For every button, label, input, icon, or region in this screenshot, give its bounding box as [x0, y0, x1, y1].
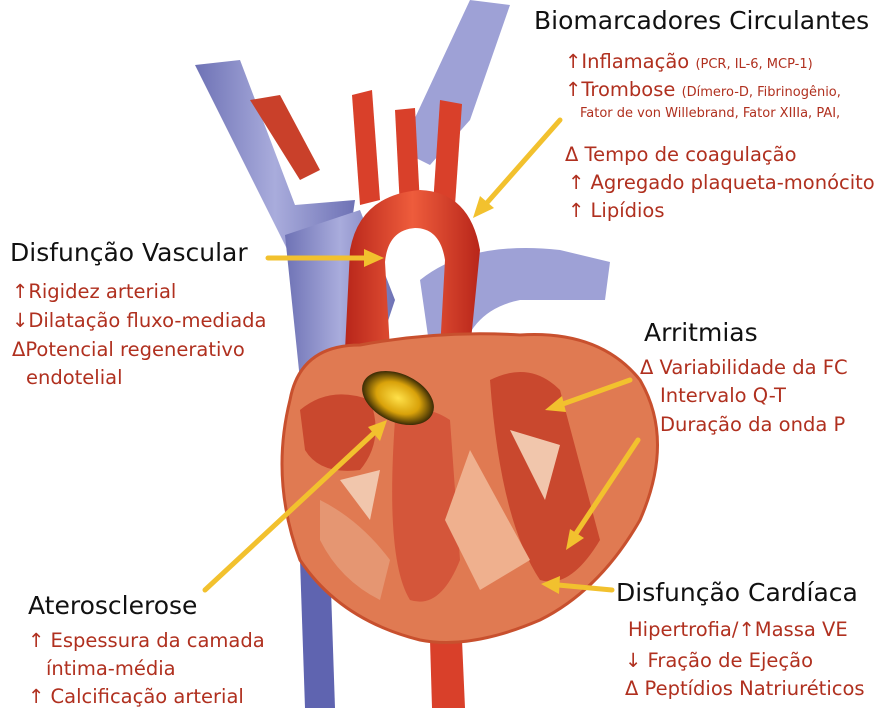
up-arrow-icon: ↑	[565, 78, 581, 101]
cardiaca-title: Disfunção Cardíaca	[616, 580, 858, 605]
vascular-item: endotelial	[26, 368, 123, 388]
vascular-item: ↓Dilatação fluxo-mediada	[12, 311, 267, 331]
aterosclerose-title: Aterosclerose	[28, 593, 197, 618]
cardiaca-item: Hipertrofia/↑Massa VE	[628, 620, 848, 640]
biomarker-inflamacao: ↑Inflamação (PCR, IL-6, MCP-1)	[565, 52, 813, 72]
biomarker-agregado: ↑ Agregado plaqueta-monócito	[568, 173, 875, 193]
arritmias-item: Δ Variabilidade da FC	[640, 358, 848, 378]
biomarker-trombose: ↑Trombose (Dímero-D, Fibrinogênio,	[565, 80, 841, 100]
aterosclerose-item: íntima-média	[46, 659, 176, 679]
biomarker-trombose-detail: Fator de von Willebrand, Fator XIIIa, PA…	[580, 107, 840, 120]
arritmias-title: Arritmias	[644, 320, 758, 345]
biomarker-lipidios: ↑ Lipídios	[568, 201, 665, 221]
arritmias-item: Intervalo Q-T	[660, 386, 786, 406]
vascular-title: Disfunção Vascular	[10, 240, 248, 265]
cardiaca-item: ↓ Fração de Ejeção	[625, 651, 813, 671]
vascular-item: ↑Rigidez arterial	[12, 282, 176, 302]
biomarkers-title: Biomarcadores Circulantes	[534, 8, 869, 33]
aterosclerose-item: ↑ Espessura da camada	[28, 631, 265, 651]
aterosclerose-item: ↑ Calcificação arterial	[28, 687, 244, 707]
cardiaca-item: Δ Peptídios Natriuréticos	[625, 679, 865, 699]
biomarker-coagulacao: Δ Tempo de coagulação	[565, 145, 797, 165]
arritmias-item: Duração da onda P	[660, 415, 845, 435]
aorta	[345, 190, 480, 350]
vascular-item: ΔPotencial regenerativo	[12, 340, 245, 360]
up-arrow-icon: ↑	[565, 50, 581, 73]
descending-aorta	[430, 640, 465, 708]
